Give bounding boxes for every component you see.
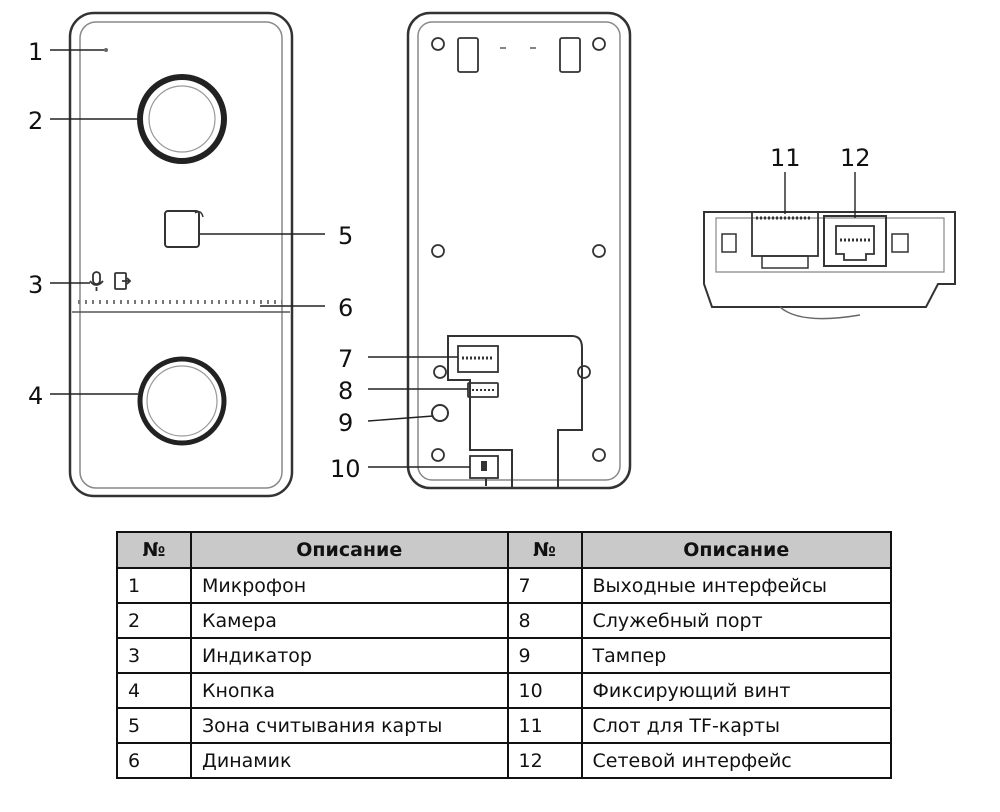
cell-description: Камера bbox=[190, 602, 509, 639]
bottom-view bbox=[703, 211, 956, 320]
callout-9: 9 bbox=[338, 409, 353, 437]
back-panel bbox=[406, 11, 632, 490]
cell-number: 2 bbox=[116, 602, 192, 639]
service-port-connector bbox=[467, 382, 499, 398]
cell-description: Динамик bbox=[190, 742, 509, 779]
front-panel bbox=[68, 11, 294, 498]
table-row: 5 Зона считывания карты 11 Слот для TF-к… bbox=[116, 707, 893, 744]
cell-number: 7 bbox=[506, 567, 583, 604]
device-diagram: 1 2 3 4 5 6 7 8 9 10 11 12 bbox=[28, 11, 956, 498]
rj45-network-port bbox=[823, 215, 887, 267]
header-number: № bbox=[506, 531, 583, 569]
cell-description: Выходные интерфейсы bbox=[580, 567, 893, 604]
cell-description: Сетевой интерфейс bbox=[580, 742, 893, 779]
cell-number: 4 bbox=[116, 672, 192, 709]
cell-description: Тампер bbox=[580, 637, 893, 674]
cell-number: 3 bbox=[116, 637, 192, 674]
cell-description: Микрофон bbox=[190, 567, 509, 604]
cell-description: Служебный порт bbox=[580, 602, 893, 639]
microphone-icon bbox=[89, 271, 104, 291]
callout-6: 6 bbox=[338, 294, 353, 322]
interface-plate bbox=[447, 335, 583, 489]
cell-number: 8 bbox=[506, 602, 583, 639]
callout-4: 4 bbox=[28, 382, 43, 410]
table-row: 3 Индикатор 9 Тампер bbox=[116, 637, 893, 674]
cell-description: Фиксирующий винт bbox=[580, 672, 893, 709]
callout-12: 12 bbox=[840, 144, 871, 172]
callout-8: 8 bbox=[338, 377, 353, 405]
cell-number: 5 bbox=[116, 707, 192, 744]
table-row: 2 Камера 8 Служебный порт bbox=[116, 602, 893, 639]
table-row: 4 Кнопка 10 Фиксирующий винт bbox=[116, 672, 893, 709]
cell-number: 9 bbox=[506, 637, 583, 674]
door-icon bbox=[114, 272, 132, 290]
callout-10: 10 bbox=[330, 455, 361, 483]
mount-screw bbox=[431, 37, 606, 462]
cell-description: Кнопка bbox=[190, 672, 509, 709]
cell-number: 10 bbox=[506, 672, 583, 709]
cell-number: 11 bbox=[506, 707, 583, 744]
call-button bbox=[137, 356, 227, 446]
table-row: 6 Динамик 12 Сетевой интерфейс bbox=[116, 742, 893, 779]
cell-number: 6 bbox=[116, 742, 192, 779]
legend-table: № Описание № Описание 1 Микрофон 7 Выход… bbox=[116, 531, 893, 779]
microphone-hole bbox=[104, 48, 108, 52]
tamper-switch bbox=[431, 404, 449, 422]
callout-2: 2 bbox=[28, 107, 43, 135]
cell-number: 12 bbox=[506, 742, 583, 779]
callout-7: 7 bbox=[338, 345, 353, 373]
callout-1: 1 bbox=[28, 38, 43, 66]
callout-3: 3 bbox=[28, 271, 43, 299]
cell-description: Слот для TF-карты bbox=[580, 707, 893, 744]
output-interface-connector bbox=[457, 345, 499, 373]
header-number: № bbox=[116, 531, 192, 569]
header-description: Описание bbox=[190, 531, 509, 569]
callout-labels: 1 2 3 4 5 6 7 8 9 10 11 12 bbox=[28, 38, 871, 483]
card-reader-icon bbox=[164, 210, 200, 248]
leader-lines bbox=[50, 49, 856, 468]
callout-5: 5 bbox=[338, 222, 353, 250]
table-row: 1 Микрофон 7 Выходные интерфейсы bbox=[116, 567, 893, 604]
header-description: Описание bbox=[580, 531, 893, 569]
camera-lens bbox=[137, 74, 227, 164]
cell-description: Зона считывания карты bbox=[190, 707, 509, 744]
callout-11: 11 bbox=[770, 144, 801, 172]
cell-number: 1 bbox=[116, 567, 192, 604]
legend-header-row: № Описание № Описание bbox=[116, 531, 893, 569]
cell-description: Индикатор bbox=[190, 637, 509, 674]
